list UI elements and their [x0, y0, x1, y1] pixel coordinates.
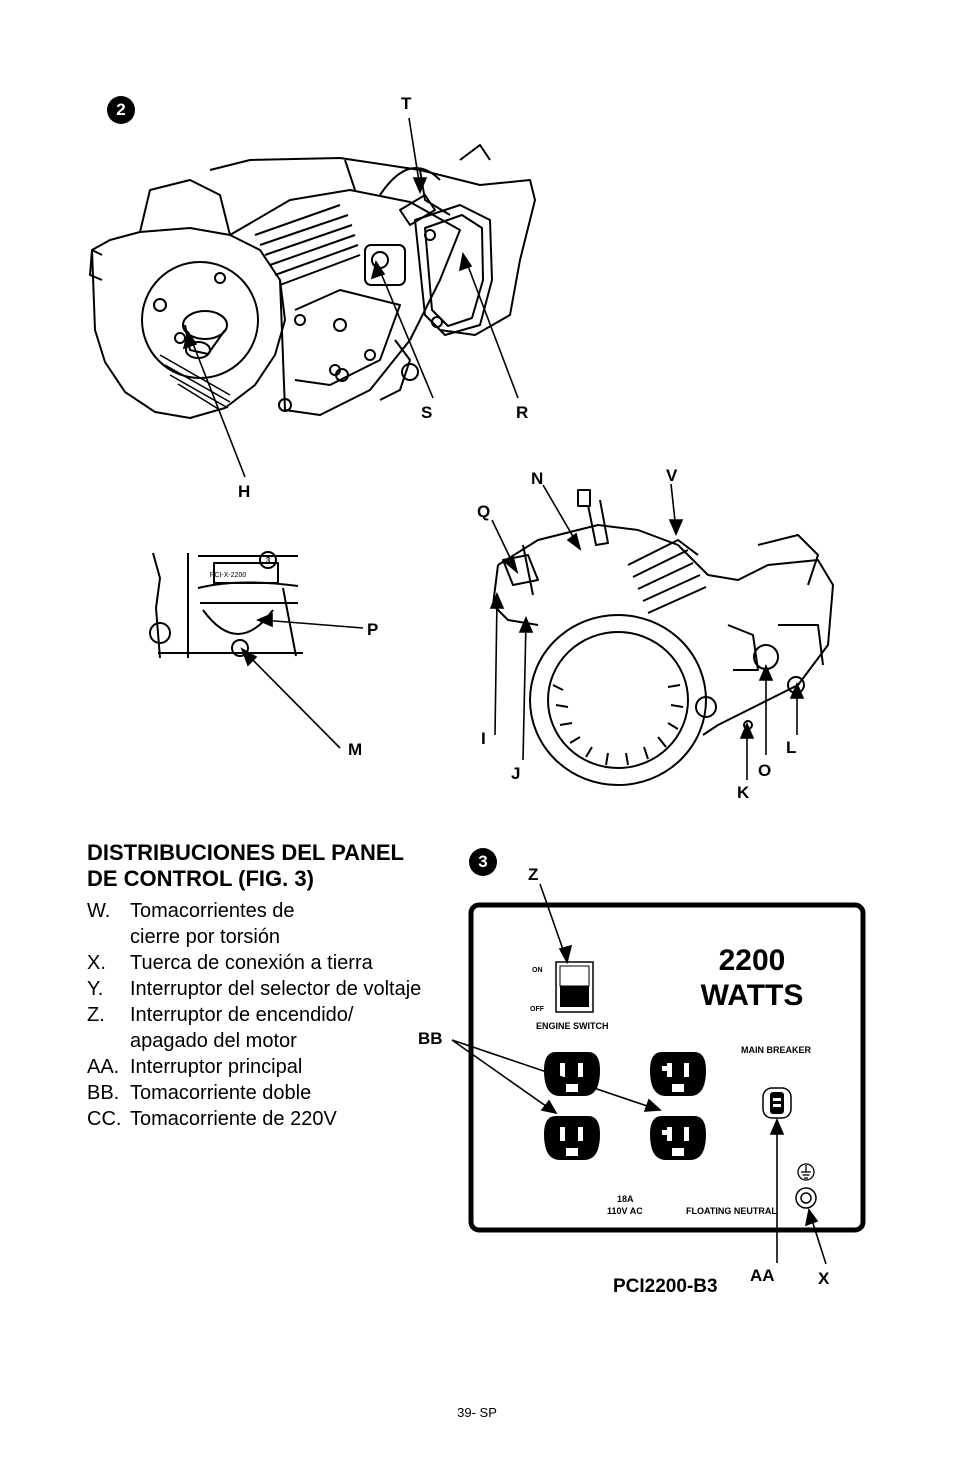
callout-aa: AA [750, 1266, 775, 1285]
list-item: CC. Tomacorriente de 220V [87, 1106, 457, 1132]
callout-m: M [348, 740, 363, 759]
detail-leaders [240, 612, 364, 749]
figure-2-badge: 2 [107, 96, 135, 124]
list-item-key: Y. [87, 978, 104, 1000]
list-item: Z. Interruptor de encendido/apagado del m… [87, 1002, 457, 1054]
list-item-text: Interruptor del selector de voltaje [130, 978, 422, 1000]
callout-q: Q [477, 502, 491, 521]
list-item-key: W. [87, 900, 111, 922]
list-item-key: AA. [87, 1056, 120, 1078]
muffler-tag-text: 3 [266, 556, 271, 565]
callout-z: Z [528, 865, 539, 884]
list-item-text: Tuerca de conexión a tierra [130, 952, 373, 974]
figure-3-badge: 3 [469, 848, 497, 876]
section-heading: DISTRIBUCIONES DEL PANEL DE CONTROL (FIG… [87, 840, 467, 892]
list-item-text: Interruptor principal [130, 1056, 303, 1078]
callout-n: N [531, 469, 544, 488]
watts-number: 2200 [719, 944, 786, 977]
ground-icon [797, 1163, 815, 1181]
callout-s: S [421, 403, 433, 422]
list-item-text: Interruptor de encendido/apagado del mot… [130, 1004, 354, 1052]
callout-t: T [401, 94, 412, 113]
section-heading-line2: DE CONTROL (FIG. 3) [87, 866, 314, 891]
ground-nut [795, 1187, 817, 1209]
watts-label: WATTS [701, 979, 804, 1012]
oil-drain-detail-illustration: PCI-X-2200 3 [149, 551, 303, 658]
list-item-key: X. [87, 952, 106, 974]
callout-k: K [737, 783, 750, 802]
list-item-key: BB. [87, 1082, 120, 1104]
floating-neutral-label: FLOATING NEUTRAL [686, 1206, 777, 1216]
callout-o: O [758, 761, 772, 780]
list-item-key: Z. [87, 1004, 105, 1026]
list-item-key: CC. [87, 1108, 122, 1130]
list-item-text: Tomacorriente de 220V [130, 1108, 337, 1130]
engine-switch-label: ENGINE SWITCH [536, 1021, 609, 1031]
model-number: PCI2200-B3 [613, 1276, 718, 1297]
callout-j: J [511, 764, 521, 783]
list-item: AA. Interruptor principal [87, 1054, 457, 1080]
switch-off-label: OFF [530, 1006, 545, 1013]
rating-voltage: 110V AC [607, 1206, 643, 1216]
callout-v: V [666, 466, 678, 485]
duplex-receptacle-right [650, 1052, 706, 1160]
engine-top-leaders [182, 117, 519, 478]
switch-on-label: ON [532, 967, 543, 974]
list-item-text: Tomacorriente doble [130, 1082, 312, 1104]
nameplate-text: PCI-X-2200 [210, 572, 247, 579]
callout-x: X [818, 1269, 830, 1288]
list-item: X. Tuerca de conexión a tierra [87, 950, 457, 976]
engine-side-leaders [489, 483, 805, 780]
list-item: Y. Interruptor del selector de voltaje [87, 976, 457, 1002]
section-heading-line1: DISTRIBUCIONES DEL PANEL [87, 840, 404, 865]
callout-h: H [238, 482, 251, 501]
engine-top-view-illustration [89, 144, 536, 419]
control-panel-frame [468, 902, 866, 1233]
page-number: 39- SP [457, 1405, 497, 1420]
callout-bb: BB [418, 1029, 443, 1048]
callout-i: I [481, 729, 486, 748]
callout-r: R [516, 403, 529, 422]
rating-amps: 18A [617, 1194, 634, 1204]
callout-l: L [786, 738, 797, 757]
main-breaker-label: MAIN BREAKER [741, 1045, 812, 1055]
list-item: BB. Tomacorriente doble [87, 1080, 457, 1106]
callout-p: P [367, 620, 379, 639]
